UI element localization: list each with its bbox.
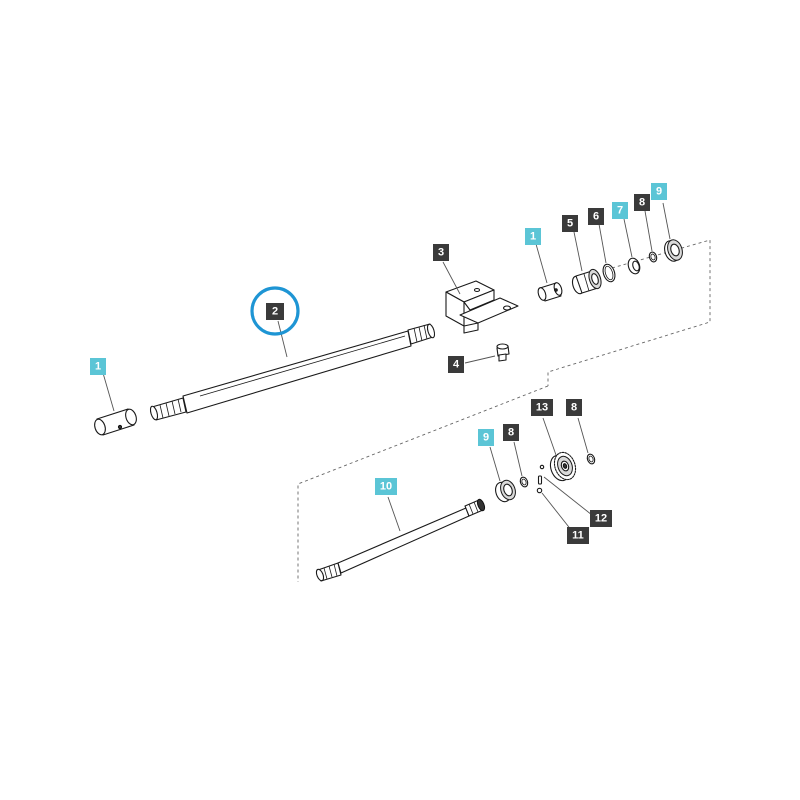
part-bearing-lower[interactable] (493, 478, 518, 504)
callout-8-upper[interactable]: 8 (634, 194, 650, 211)
svg-text:4: 4 (453, 359, 460, 371)
part-bracket[interactable] (445, 280, 519, 334)
callout-10[interactable]: 10 (375, 478, 397, 495)
callout-9-lower[interactable]: 9 (478, 429, 494, 446)
svg-text:1: 1 (95, 361, 101, 373)
callout-4[interactable]: 4 (448, 356, 464, 373)
svg-text:8: 8 (571, 402, 577, 414)
svg-text:1: 1 (530, 231, 536, 243)
part-pin[interactable] (537, 475, 543, 485)
part-gear[interactable] (547, 449, 579, 483)
svg-text:11: 11 (572, 530, 584, 542)
svg-text:9: 9 (483, 432, 489, 444)
part-collar[interactable] (570, 268, 603, 295)
part-main-shaft[interactable] (149, 323, 436, 421)
svg-text:8: 8 (639, 197, 645, 209)
part-washer[interactable] (626, 257, 641, 276)
svg-text:10: 10 (380, 481, 392, 493)
part-bolt[interactable] (496, 343, 510, 362)
svg-text:2: 2 (272, 306, 278, 318)
callout-11[interactable]: 11 (567, 527, 589, 544)
part-sleeve-right[interactable] (537, 282, 564, 302)
callout-13[interactable]: 13 (531, 399, 553, 416)
svg-text:3: 3 (438, 247, 444, 259)
callout-6[interactable]: 6 (588, 208, 604, 225)
callout-3[interactable]: 3 (433, 244, 449, 261)
callout-12[interactable]: 12 (590, 510, 612, 527)
part-small-detent (539, 464, 545, 470)
callout-7[interactable]: 7 (612, 202, 628, 219)
svg-text:8: 8 (508, 427, 514, 439)
part-lower-shaft[interactable] (315, 498, 486, 582)
svg-text:5: 5 (567, 218, 573, 230)
svg-text:9: 9 (656, 186, 662, 198)
callout-9-upper[interactable]: 9 (651, 183, 667, 200)
leader-lines (102, 202, 671, 532)
callout-8-middle[interactable]: 8 (503, 424, 519, 441)
callout-1-right[interactable]: 1 (525, 228, 541, 245)
callout-5[interactable]: 5 (562, 215, 578, 232)
highlight-ring (250, 286, 300, 336)
part-snap-ring-lower[interactable] (519, 476, 529, 488)
part-bearing-upper[interactable] (662, 238, 685, 263)
svg-text:7: 7 (617, 205, 623, 217)
svg-text:13: 13 (536, 402, 548, 414)
part-ball[interactable] (536, 487, 543, 494)
callout-1-left[interactable]: 1 (90, 358, 106, 375)
part-sleeve-left[interactable] (93, 408, 138, 436)
callout-badges: 1 2 3 4 1 5 6 7 8 9 10 9 8 13 8 12 11 (90, 183, 667, 544)
callout-2[interactable]: 2 (266, 303, 284, 320)
svg-text:12: 12 (595, 513, 607, 525)
part-snap-ring-upper[interactable] (648, 251, 658, 263)
svg-text:6: 6 (593, 211, 599, 223)
part-snap-ring-right[interactable] (586, 453, 596, 465)
callout-8-right[interactable]: 8 (566, 399, 582, 416)
part-o-ring-large[interactable] (601, 263, 617, 284)
